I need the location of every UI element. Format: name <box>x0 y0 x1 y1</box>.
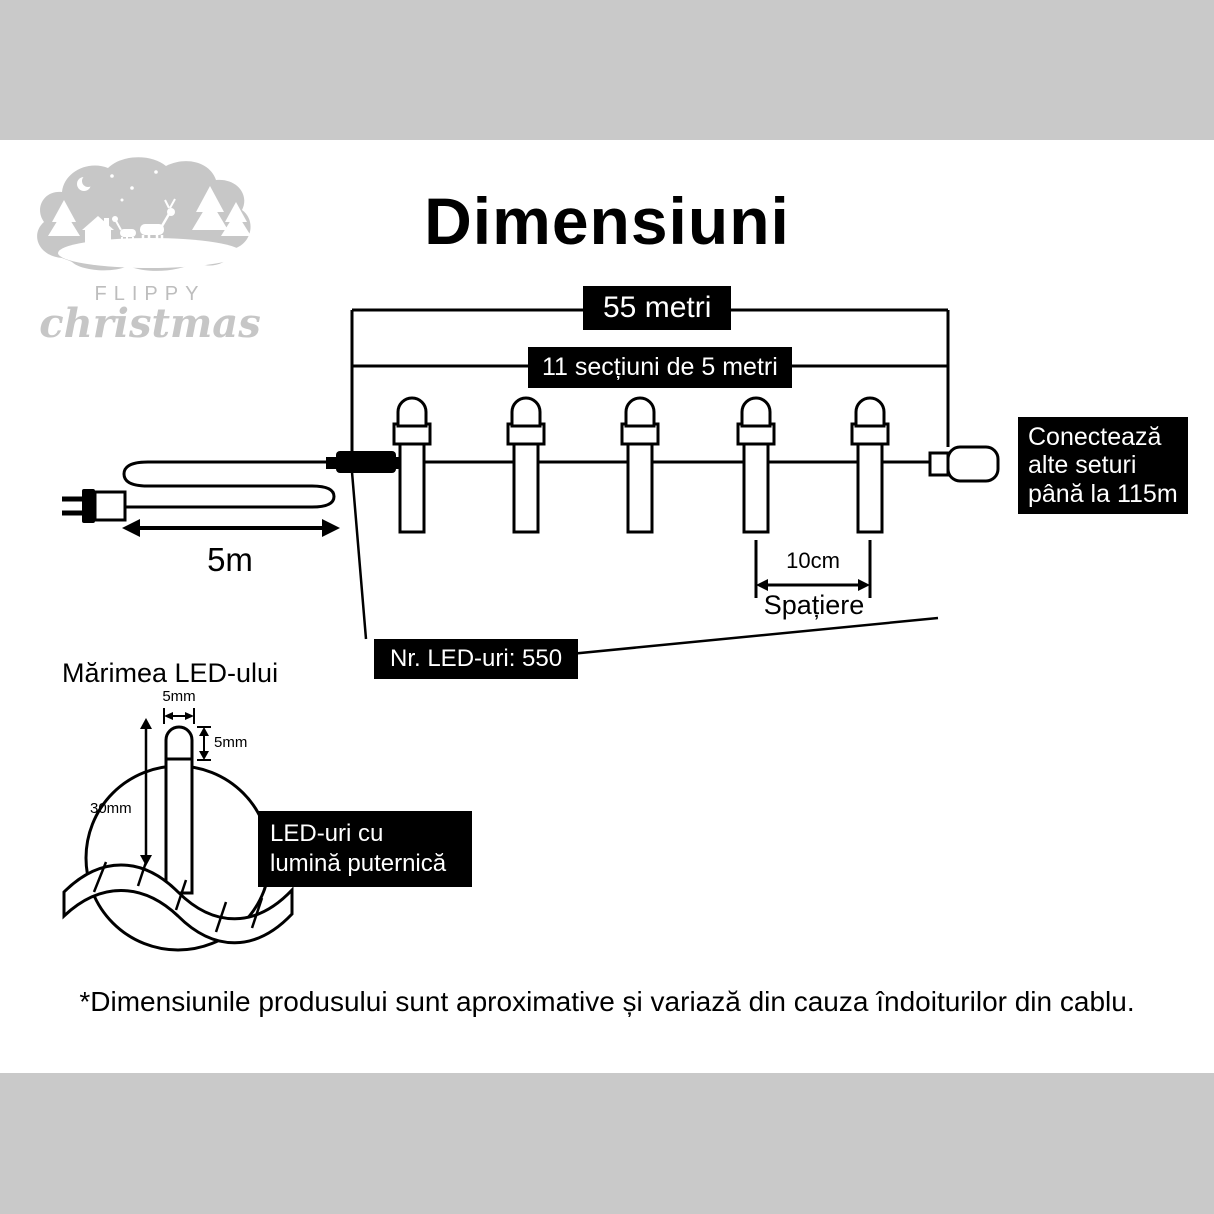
top-gray-band <box>0 0 1214 140</box>
bulb-cap-height-label: 5mm <box>214 734 248 751</box>
total-length-label: 55 metri <box>583 286 732 330</box>
led-dome <box>164 725 194 761</box>
connect-other-sets-label: Conectează alte seturi până la 115m <box>1018 417 1188 514</box>
moon-crescent-mask <box>82 175 94 187</box>
tree-icons <box>48 186 251 236</box>
spacing-arrow <box>754 540 872 598</box>
brand-logo: FLIPPY christmas <box>28 150 272 347</box>
house-icon <box>82 216 114 244</box>
bulb-height-label: 30mm <box>90 800 132 817</box>
bulb-height-arrow <box>140 718 152 866</box>
led-bulbs <box>392 396 890 534</box>
led-body <box>164 755 194 895</box>
bulb-width-arrow <box>163 708 195 724</box>
spacing-value-label: 10cm <box>786 548 840 573</box>
winter-scene-illustration <box>37 157 251 271</box>
bright-led-callout: LED-uri cu lumină puternică <box>258 811 472 887</box>
logo-brand-name: FLIPPY <box>94 283 206 305</box>
end-connector-icon <box>928 445 1000 483</box>
lead-length-arrow <box>122 519 340 537</box>
logo-brand-script: christmas <box>39 300 261 347</box>
bottom-gray-band <box>0 1073 1214 1214</box>
sections-label: 11 secțiuni de 5 metri <box>528 347 792 388</box>
bulb-cap-height-arrow <box>197 726 211 761</box>
page-title: Dimensiuni <box>424 184 790 258</box>
deer-icon <box>140 198 176 247</box>
led-size-figure <box>62 708 294 952</box>
snow-ground <box>58 238 242 268</box>
led-count-annotation-lines <box>350 471 939 657</box>
dimensions-disclaimer: *Dimensiunile produsului sunt aproximati… <box>79 986 1135 1017</box>
small-deer-icon <box>112 216 136 246</box>
power-plug-icon <box>62 489 127 523</box>
lead-length-label: 5m <box>207 541 253 578</box>
bulb-width-label: 5mm <box>162 688 196 705</box>
lead-wire <box>122 460 336 509</box>
string-connector-icon <box>326 451 406 473</box>
led-size-title: Mărimea LED-ului <box>62 658 279 688</box>
led-count-label: Nr. LED-uri: 550 <box>374 639 579 679</box>
spacing-caption: Spațiere <box>763 590 865 620</box>
cable-twist-marks <box>92 855 264 933</box>
stars <box>110 170 158 202</box>
